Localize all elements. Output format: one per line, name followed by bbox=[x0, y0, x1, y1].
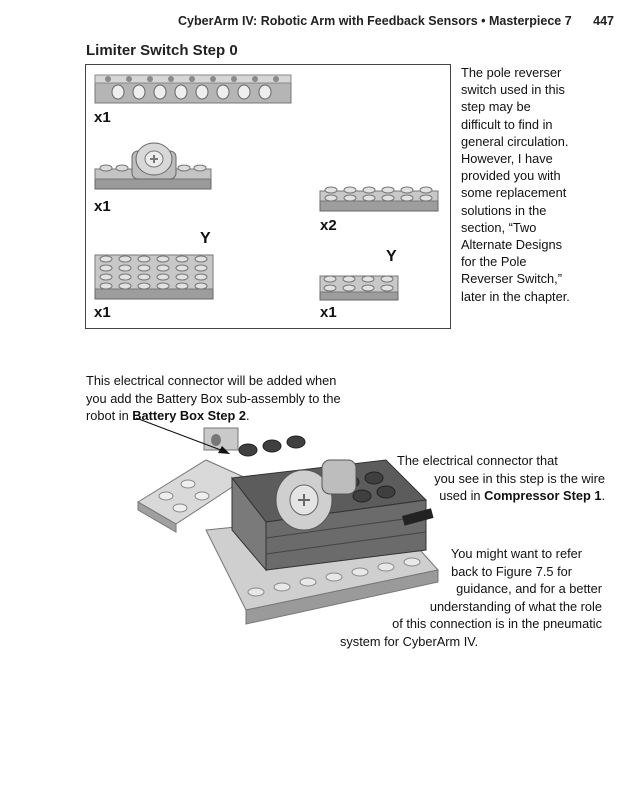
callout-figure: You might want to refer back to Figure 7… bbox=[340, 545, 602, 650]
callout-text: . bbox=[601, 488, 605, 503]
section-title: Limiter Switch Step 0 bbox=[86, 42, 238, 59]
pole-reverser-switch-image bbox=[94, 137, 214, 193]
side-note-line: switch used in this bbox=[461, 81, 596, 98]
y-marker-left: Y bbox=[200, 230, 211, 248]
callout-bold-ref: Battery Box Step 2 bbox=[132, 408, 246, 423]
callout-text: robot in bbox=[86, 408, 132, 423]
callout-line: This electrical connector will be added … bbox=[86, 372, 356, 390]
y-marker-right: Y bbox=[386, 248, 397, 266]
plate-tiny-quantity: x1 bbox=[320, 304, 337, 321]
callout-wire: The electrical connector that you see in… bbox=[395, 452, 605, 505]
plate-big-quantity: x1 bbox=[94, 304, 111, 321]
callout-line: used in Compressor Step 1. bbox=[395, 487, 605, 505]
side-note-line: Reverser Switch,” bbox=[461, 270, 596, 287]
callout-line: you see in this step is the wire bbox=[395, 470, 605, 488]
running-header-title: CyberArm IV: Robotic Arm with Feedback S… bbox=[178, 14, 572, 28]
beam-quantity: x1 bbox=[94, 109, 111, 126]
callout-line: of this connection is in the pneumatic bbox=[340, 615, 602, 633]
side-note-line: The pole reverser bbox=[461, 64, 596, 81]
callout-text: used in bbox=[439, 488, 484, 503]
plate-small-quantity: x2 bbox=[320, 217, 337, 234]
side-note-line: step may be bbox=[461, 98, 596, 115]
side-note-line: difficult to find in bbox=[461, 116, 596, 133]
callout-bold-ref: Compressor Step 1 bbox=[484, 488, 601, 503]
side-note-line: However, I have bbox=[461, 150, 596, 167]
callout-connector: This electrical connector will be added … bbox=[86, 372, 356, 425]
callout-line: system for CyberArm IV. bbox=[340, 633, 602, 651]
callout-line: robot in Battery Box Step 2. bbox=[86, 407, 356, 425]
callout-line: guidance, and for a better bbox=[340, 580, 602, 598]
side-note-line: later in the chapter. bbox=[461, 288, 596, 305]
side-note-line: general circulation. bbox=[461, 133, 596, 150]
side-note-line: Alternate Designs bbox=[461, 236, 596, 253]
plate-1x6-image bbox=[319, 181, 441, 215]
side-note-line: for the Pole bbox=[461, 253, 596, 270]
plate-4x6-image bbox=[94, 251, 216, 301]
side-note: The pole reverser switch used in this st… bbox=[461, 64, 596, 305]
callout-line: You might want to refer bbox=[340, 545, 602, 563]
running-header: CyberArm IV: Robotic Arm with Feedback S… bbox=[178, 14, 614, 28]
switch-quantity: x1 bbox=[94, 198, 111, 215]
callout-line: you add the Battery Box sub-assembly to … bbox=[86, 390, 356, 408]
side-note-line: solutions in the bbox=[461, 202, 596, 219]
plate-2x4-image bbox=[319, 270, 401, 302]
side-note-line: some replacement bbox=[461, 184, 596, 201]
side-note-line: provided you with bbox=[461, 167, 596, 184]
technic-beam-image bbox=[94, 71, 294, 107]
callout-line: The electrical connector that bbox=[395, 452, 605, 470]
parts-list-box: x1 x1 x2 Y x1 Y bbox=[85, 64, 451, 329]
callout-line: back to Figure 7.5 for bbox=[340, 563, 602, 581]
page-number: 447 bbox=[593, 14, 614, 28]
callout-text: . bbox=[246, 408, 250, 423]
callout-line: understanding of what the role bbox=[340, 598, 602, 616]
side-note-line: section, “Two bbox=[461, 219, 596, 236]
